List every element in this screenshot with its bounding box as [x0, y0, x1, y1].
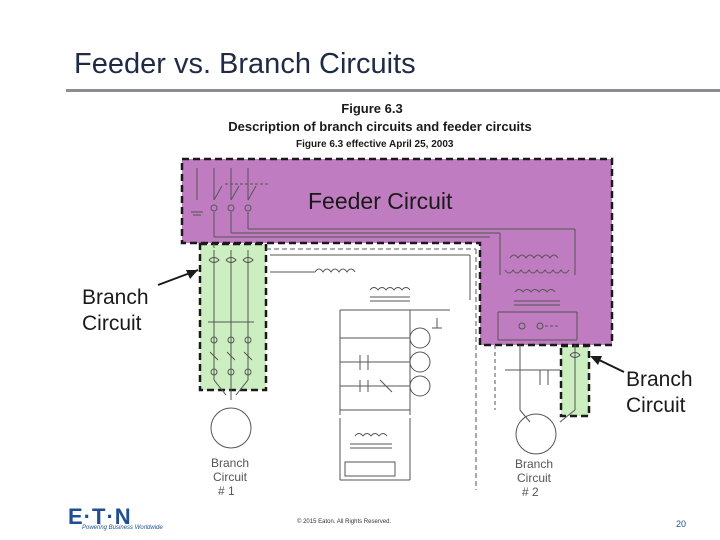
branch-1-label-line2: Circuit	[213, 470, 248, 484]
feeder-circuit-label: Feeder Circuit	[308, 188, 453, 214]
branch-2-number: # 2	[522, 485, 539, 499]
figure-number: Figure 6.3	[341, 101, 403, 116]
logo-tagline: Powering Business Worldwide	[82, 525, 163, 531]
eaton-logo: E·T·N	[68, 504, 132, 529]
schematic-lines	[191, 168, 581, 490]
copyright-notice: © 2015 Eaton. All Rights Reserved.	[297, 519, 392, 525]
branch-2-label-line1: Branch	[515, 457, 553, 471]
branch-2-label-line2: Circuit	[517, 471, 552, 485]
motor-2-icon	[515, 413, 557, 455]
branch-callout-right-line2: Circuit	[626, 394, 686, 417]
branch-callout-right-line1: Branch	[626, 368, 693, 391]
branch-callout-left-line1: Branch	[82, 286, 149, 309]
motor-1-icon	[210, 407, 252, 449]
arrow-right-icon	[590, 356, 602, 365]
branch-callout-right: Branch Circuit	[626, 367, 693, 419]
branch-callout-left: Branch Circuit	[82, 285, 149, 337]
feeder-circuit-region	[180, 157, 614, 347]
page-number: 20	[676, 519, 687, 529]
title-divider	[66, 89, 720, 92]
branch-1-label-line1: Branch	[211, 456, 249, 470]
branch-1-number: # 1	[218, 484, 235, 498]
figure-description: Description of branch circuits and feede…	[228, 119, 532, 134]
branch-circuit-region-1	[198, 242, 268, 392]
branch-callout-left-line2: Circuit	[82, 312, 142, 335]
arrow-left-icon	[186, 270, 198, 279]
figure-effective-date: Figure 6.3 effective April 25, 2003	[296, 139, 454, 150]
disconnect-switch-icon	[191, 168, 268, 216]
slide-title: Feeder vs. Branch Circuits	[74, 48, 416, 80]
